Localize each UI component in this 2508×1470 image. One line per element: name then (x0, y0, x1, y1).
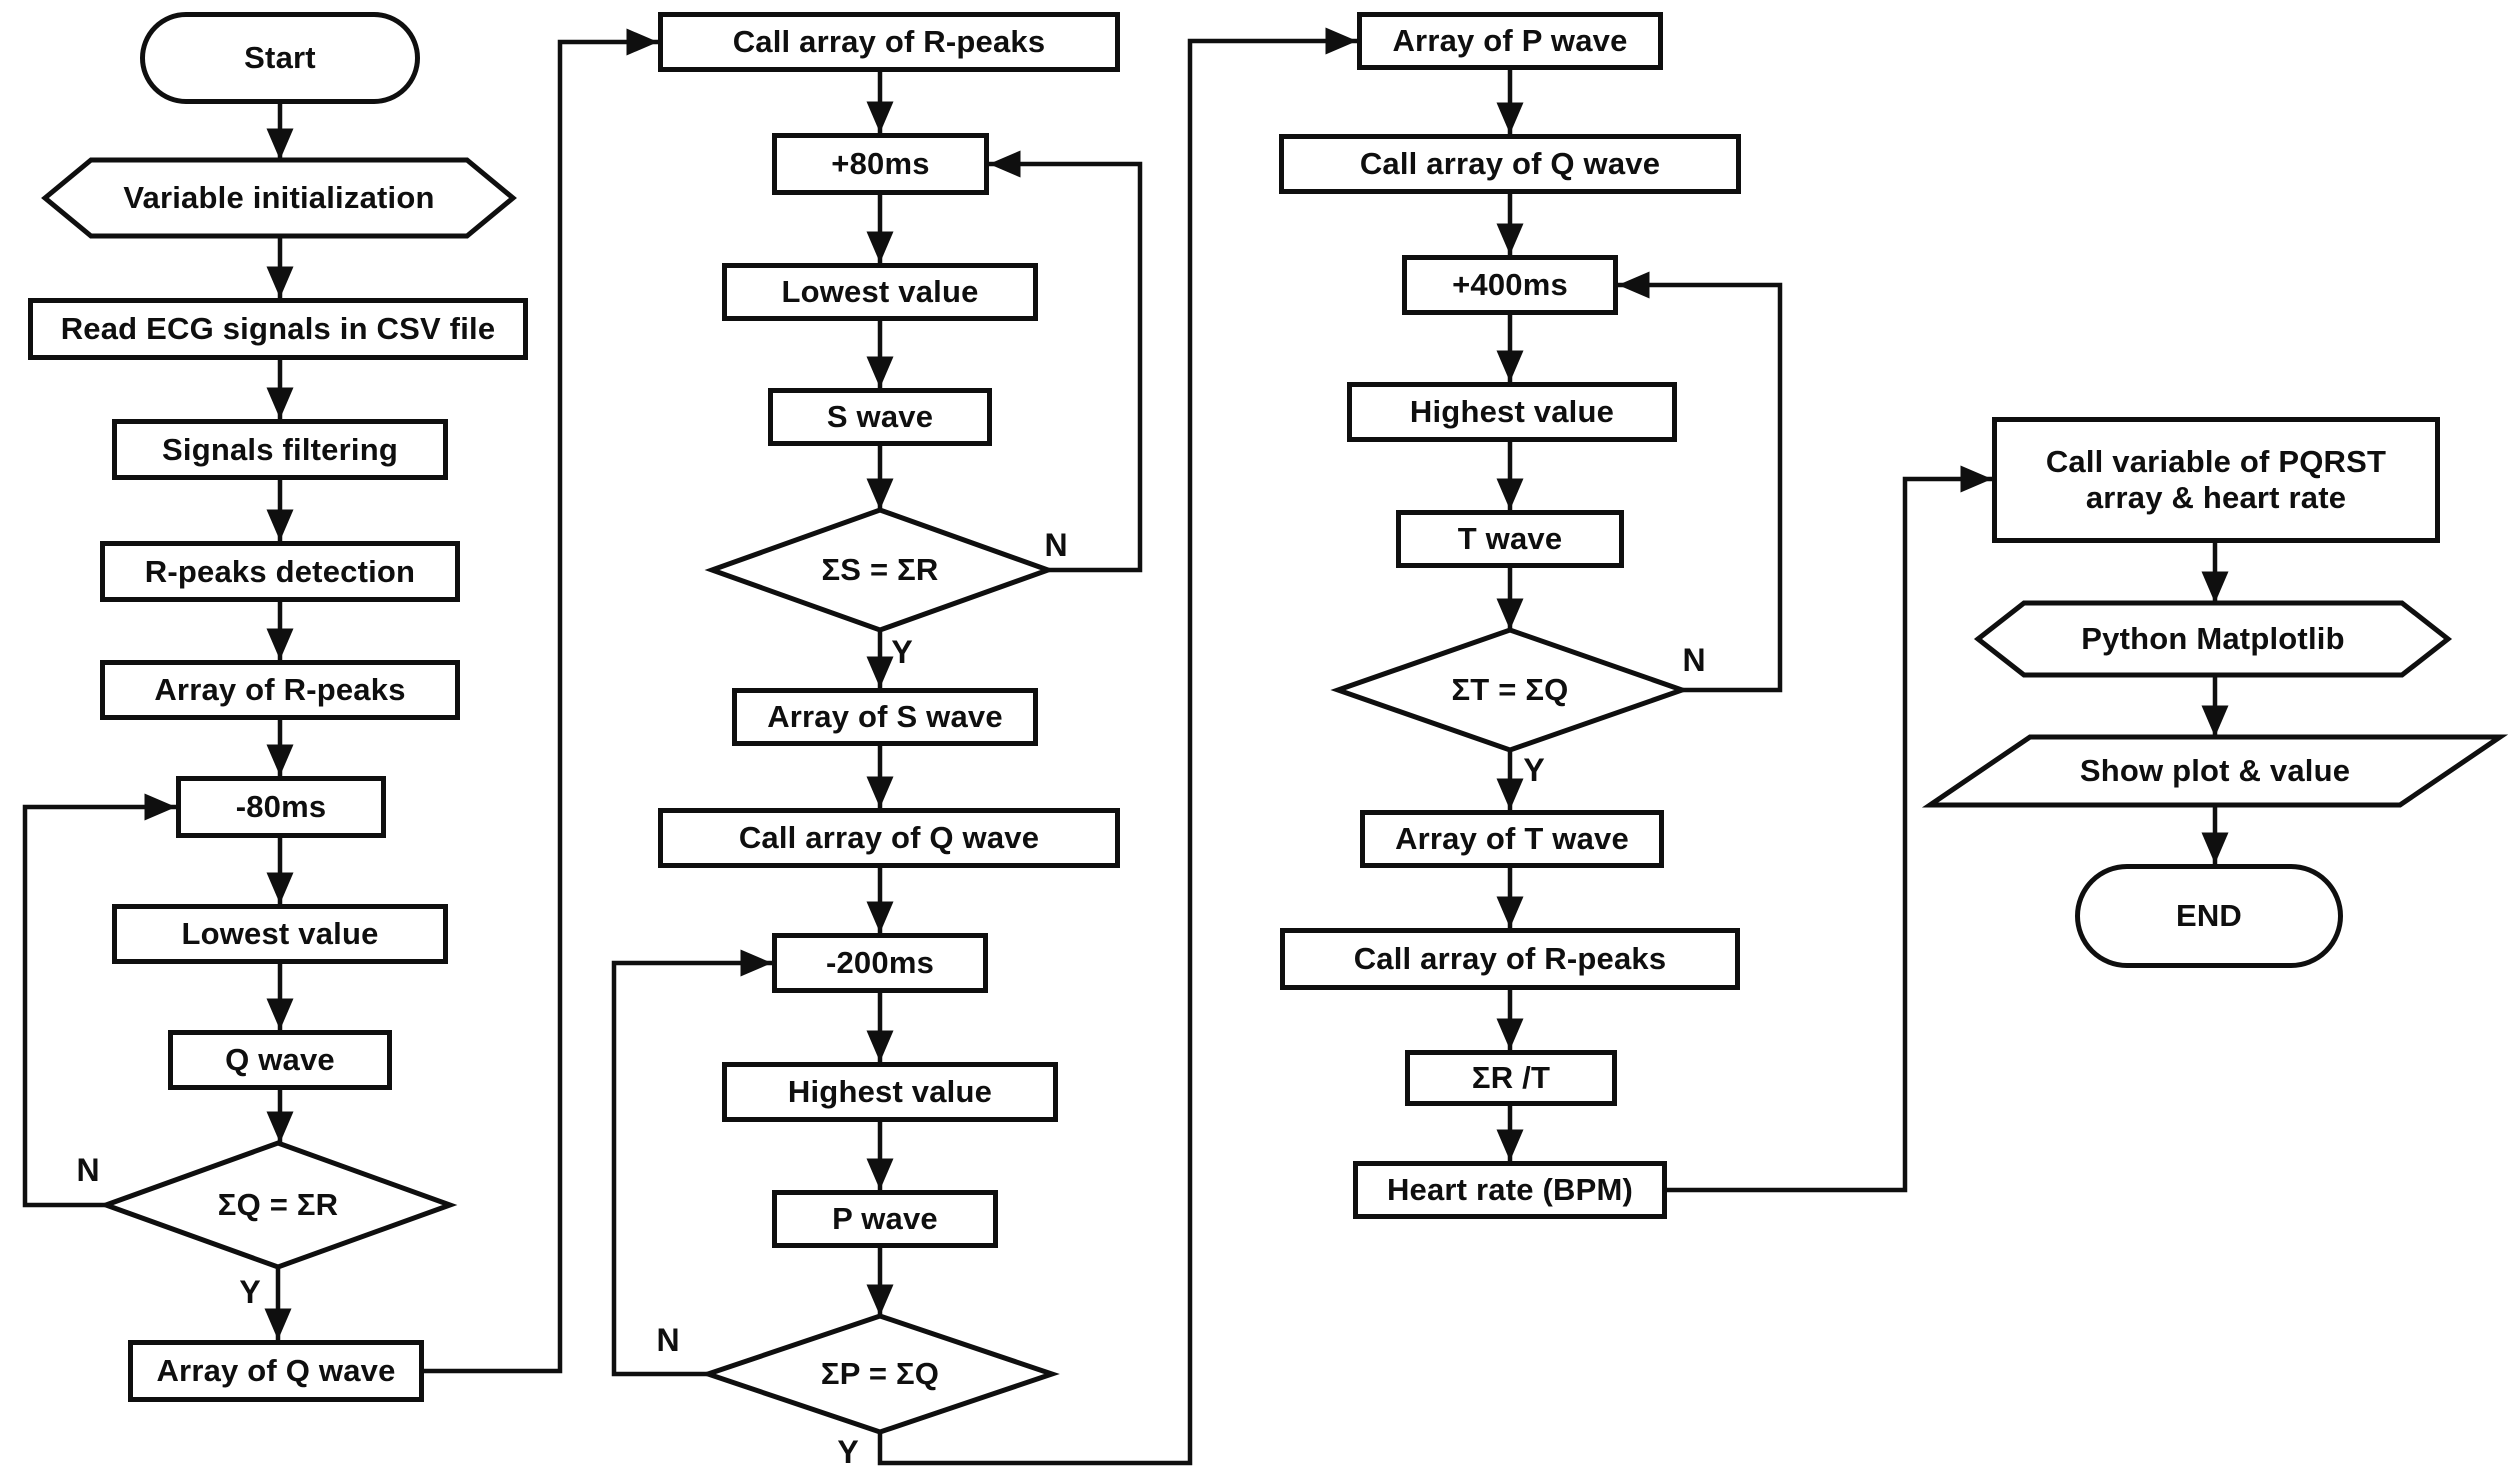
node-label-array-of-s-wave: Array of S wave (767, 699, 1003, 735)
diamond-shape (700, 1313, 1060, 1435)
node-label-signals-filtering: Signals filtering (162, 431, 398, 467)
node-label-end: END (2175, 898, 2243, 934)
node-label-minus-200ms: -200ms (825, 945, 935, 981)
node-array-of-rpeaks: Array of R-peaks (100, 660, 460, 720)
node-plus-80ms: +80ms (772, 133, 989, 195)
node-call-array-of-q-wave-2: Call array of Q wave (1279, 134, 1741, 194)
node-decision-q-equals-r: ΣQ = ΣR (98, 1140, 458, 1270)
node-highest-value-2: Highest value (1347, 382, 1677, 442)
branch-label-n-0: N (76, 1152, 99, 1188)
node-call-array-of-rpeaks-1: Call array of R-peaks (658, 12, 1120, 72)
node-label-array-of-p-wave: Array of P wave (1392, 23, 1628, 59)
node-end: END (2075, 864, 2343, 968)
flow-edge-23 (611, 949, 772, 1377)
node-call-variable-pqrst: Call variable of PQRST array & heart rat… (1992, 417, 2440, 543)
node-label-lowest-value-2: Lowest value (781, 274, 979, 310)
node-sigma-r-over-t: ΣR /T (1405, 1050, 1617, 1106)
node-minus-80ms: -80ms (176, 776, 386, 838)
node-label-call-variable-pqrst: Call variable of PQRST array & heart rat… (2045, 444, 2387, 515)
node-label-p-wave: P wave (832, 1201, 938, 1237)
node-decision-s-equals-r: ΣS = ΣR (704, 507, 1056, 633)
node-array-of-q-wave: Array of Q wave (128, 1340, 424, 1402)
node-label-read-ecg: Read ECG signals in CSV file (60, 311, 496, 347)
node-label-plus-400ms: +400ms (1452, 267, 1568, 303)
flow-edge-17 (989, 150, 1143, 573)
diamond-shape (98, 1140, 458, 1270)
node-call-array-of-rpeaks-2: Call array of R-peaks (1280, 928, 1740, 990)
node-label-lowest-value-1: Lowest value (181, 916, 379, 952)
node-start: Start (140, 12, 420, 104)
flow-edge-11 (424, 28, 658, 1374)
hexagon-shape (41, 157, 517, 239)
node-array-of-t-wave: Array of T wave (1360, 810, 1664, 868)
node-array-of-s-wave: Array of S wave (732, 688, 1038, 746)
node-minus-200ms: -200ms (772, 933, 988, 993)
node-p-wave: P wave (772, 1190, 998, 1248)
node-decision-t-equals-q: ΣT = ΣQ (1330, 627, 1690, 753)
flow-edge-10 (22, 793, 176, 1208)
branch-label-n-6: N (1682, 642, 1705, 678)
node-s-wave: S wave (768, 388, 992, 446)
node-label-show-plot-value: Show plot & value (2079, 753, 2351, 789)
branch-label-n-4: N (656, 1322, 679, 1358)
flow-edge-24 (877, 27, 1357, 1466)
node-label-variable-initialization: Variable initialization (123, 180, 435, 216)
node-decision-p-equals-q: ΣP = ΣQ (700, 1313, 1060, 1435)
node-call-array-of-q-wave-1: Call array of Q wave (658, 808, 1120, 868)
node-signals-filtering: Signals filtering (112, 419, 448, 480)
node-label-t-wave: T wave (1457, 521, 1563, 557)
node-lowest-value-2: Lowest value (722, 263, 1038, 321)
branch-label-y-5: Y (837, 1434, 858, 1470)
node-t-wave: T wave (1396, 510, 1624, 568)
node-label-call-array-of-q-wave-1: Call array of Q wave (738, 820, 1040, 856)
node-q-wave: Q wave (168, 1030, 392, 1090)
flow-edge-31 (1618, 271, 1783, 693)
node-label-highest-value-2: Highest value (1409, 394, 1615, 430)
node-label-q-wave: Q wave (225, 1042, 335, 1078)
node-array-of-p-wave: Array of P wave (1357, 12, 1663, 70)
parallelogram-shape (1921, 734, 2508, 808)
branch-label-y-1: Y (239, 1274, 260, 1310)
node-label-decision-p-equals-q: ΣP = ΣQ (820, 1356, 940, 1392)
node-python-matplotlib: Python Matplotlib (1973, 600, 2453, 678)
node-label-call-array-of-q-wave-2: Call array of Q wave (1359, 146, 1661, 182)
node-read-ecg: Read ECG signals in CSV file (28, 298, 528, 360)
node-variable-initialization: Variable initialization (41, 157, 517, 239)
node-label-start: Start (244, 40, 316, 76)
node-label-decision-t-equals-q: ΣT = ΣQ (1451, 672, 1569, 708)
flow-edge-35 (1667, 465, 1992, 1193)
node-label-plus-80ms: +80ms (831, 146, 930, 182)
branch-label-n-2: N (1044, 527, 1067, 563)
node-label-array-of-q-wave: Array of Q wave (156, 1353, 396, 1389)
branch-label-y-7: Y (1523, 752, 1544, 788)
node-label-call-array-of-rpeaks-2: Call array of R-peaks (1353, 941, 1667, 977)
node-label-decision-q-equals-r: ΣQ = ΣR (217, 1187, 339, 1223)
node-label-sigma-r-over-t: ΣR /T (1471, 1060, 1551, 1096)
node-label-minus-80ms: -80ms (235, 789, 327, 825)
node-label-decision-s-equals-r: ΣS = ΣR (821, 552, 939, 588)
node-rpeaks-detection: R-peaks detection (100, 541, 460, 602)
node-show-plot-value: Show plot & value (1921, 734, 2508, 808)
node-plus-400ms: +400ms (1402, 255, 1618, 315)
node-label-call-array-of-rpeaks-1: Call array of R-peaks (732, 24, 1046, 60)
node-lowest-value-1: Lowest value (112, 904, 448, 964)
diamond-shape (704, 507, 1056, 633)
node-highest-value-1: Highest value (722, 1062, 1058, 1122)
diamond-shape (1330, 627, 1690, 753)
node-label-heart-rate-bpm: Heart rate (BPM) (1386, 1172, 1634, 1208)
branch-label-y-3: Y (891, 634, 912, 670)
node-label-python-matplotlib: Python Matplotlib (2081, 621, 2345, 657)
node-label-array-of-t-wave: Array of T wave (1395, 821, 1629, 857)
node-heart-rate-bpm: Heart rate (BPM) (1353, 1161, 1667, 1219)
node-label-rpeaks-detection: R-peaks detection (144, 553, 416, 589)
node-label-s-wave: S wave (826, 399, 934, 435)
hexagon-shape (1973, 600, 2453, 678)
node-label-highest-value-1: Highest value (787, 1074, 993, 1110)
node-label-array-of-rpeaks: Array of R-peaks (154, 672, 406, 708)
